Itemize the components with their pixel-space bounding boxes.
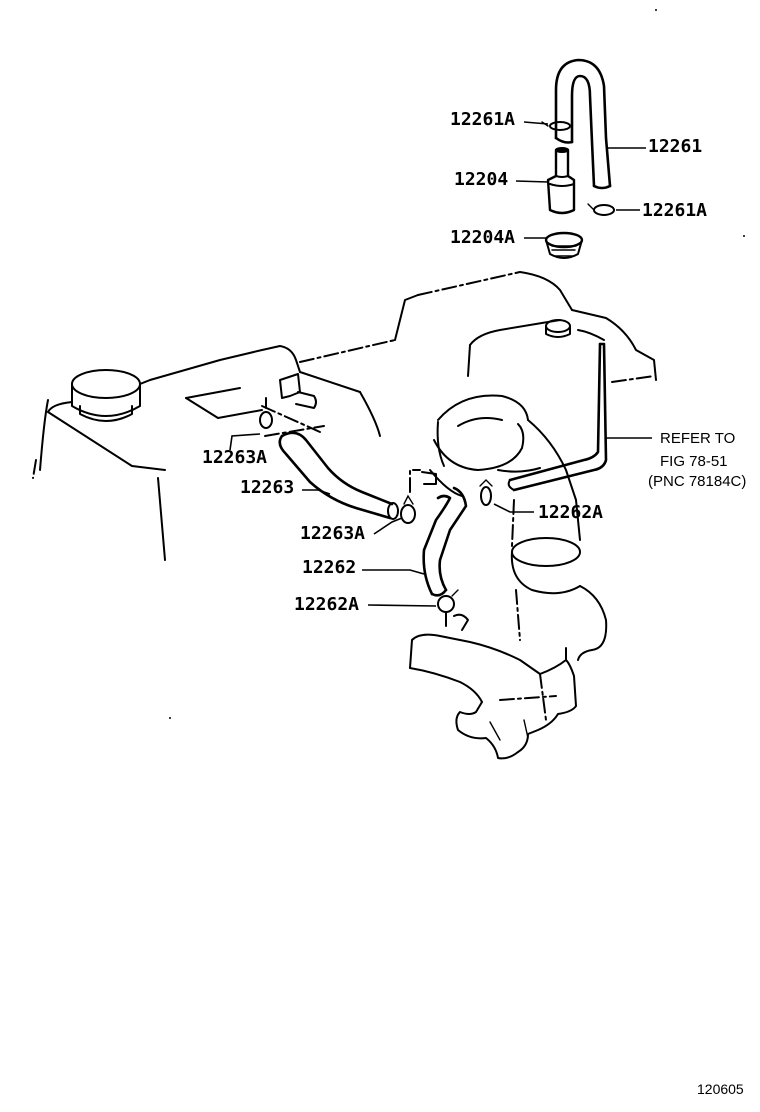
leader-lines	[229, 121, 652, 607]
clip-12262A-right	[479, 479, 493, 506]
figure-number: 120605	[697, 1081, 744, 1097]
speck	[655, 9, 657, 11]
label-12261: 12261	[648, 136, 702, 157]
reference-note: REFER TO FIG 78-51 (PNC 78184C)	[648, 430, 746, 490]
speck	[169, 717, 171, 719]
reference-line-1: REFER TO	[660, 430, 735, 447]
label-12261A-right: 12261A	[642, 200, 707, 221]
hose-12263	[278, 373, 399, 520]
label-12263A-left: 12263A	[202, 447, 267, 468]
air-intake-pipe	[409, 394, 608, 760]
label-12262A-lower: 12262A	[294, 594, 359, 615]
pcv-valve-12204	[546, 147, 576, 215]
label-12261A-top: 12261A	[450, 109, 515, 130]
label-12204A: 12204A	[450, 227, 515, 248]
speck	[743, 235, 745, 237]
clip-12262A-lower	[437, 589, 469, 631]
reference-line-3: (PNC 78184C)	[648, 473, 746, 490]
hose-12262	[421, 471, 468, 597]
clip-12261A-right	[587, 203, 615, 216]
clip-12263A-lower	[400, 469, 421, 524]
breather-pipe	[507, 342, 608, 492]
label-12263: 12263	[240, 477, 294, 498]
hose-12261	[554, 58, 612, 190]
grommet-12204A	[544, 231, 584, 259]
label-12263A-lower: 12263A	[300, 523, 365, 544]
reference-line-2: FIG 78-51	[660, 453, 728, 470]
oil-filler-cap	[71, 369, 141, 422]
engine-outline	[32, 271, 657, 561]
label-12262A-right: 12262A	[538, 502, 603, 523]
label-12262: 12262	[302, 557, 356, 578]
label-12204: 12204	[454, 169, 508, 190]
clip-12263A-left	[259, 397, 273, 429]
